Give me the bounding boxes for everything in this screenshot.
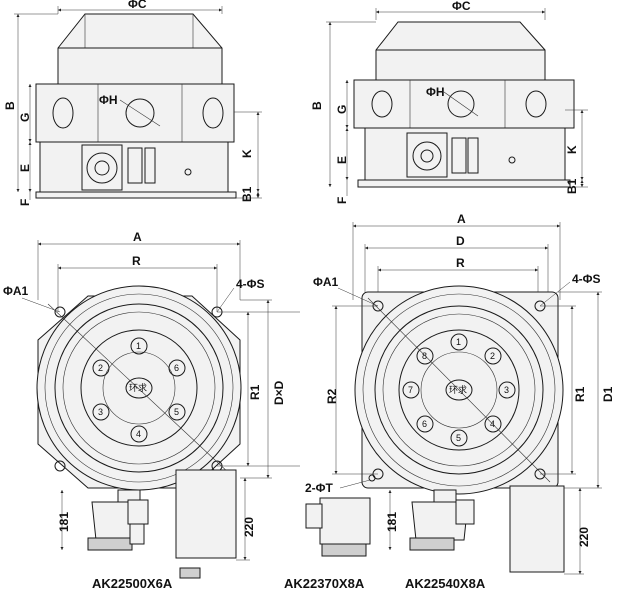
bl-181-label: 181 [57, 512, 71, 532]
bl-num-6: 6 [174, 363, 179, 373]
bottom-right-plan-view: A D R 1 2 3 4 5 6 7 8 环求 ΦA1 [284, 212, 615, 591]
tl-b-label: B [3, 101, 17, 110]
tl-g-label: G [18, 113, 32, 122]
bl-hub-text: 环求 [129, 382, 147, 393]
bl-phi-a1-label: ΦA1 [3, 284, 29, 298]
br-r1-label: R1 [573, 386, 587, 402]
top-left-side-view: ΦC ΦH B G E F K B1 [3, 0, 262, 206]
tl-phi-c-label: ΦC [128, 0, 147, 11]
bl-num-1: 1 [136, 341, 141, 351]
br-num-5: 5 [456, 433, 461, 443]
tl-f-label: F [18, 199, 32, 206]
br-num-8: 8 [422, 351, 427, 361]
br-r2-label: R2 [325, 388, 339, 404]
br-num-3: 3 [504, 385, 509, 395]
br-r-label: R [456, 256, 465, 270]
bl-num-5: 5 [174, 407, 179, 417]
tl-k-label: K [240, 149, 254, 158]
br-num-7: 7 [408, 385, 413, 395]
bl-dxd-label: D×D [272, 380, 286, 405]
br-num-2: 2 [490, 351, 495, 361]
bottom-left-plan-view: A R 1 2 3 4 5 6 环求 ΦA1 4-ΦS [3, 230, 300, 591]
br-220-label: 220 [577, 527, 591, 547]
tr-b1-label: B1 [565, 178, 579, 194]
br-model-label-2: AK22540X8A [405, 576, 486, 591]
br-phi-a1-label: ΦA1 [313, 275, 339, 289]
bl-model-label: AK22500X6A [92, 576, 173, 591]
tr-phi-c-label: ΦC [452, 0, 471, 13]
br-num-6: 6 [422, 419, 427, 429]
tl-e-label: E [18, 164, 32, 172]
br-model-label-1: AK22370X8A [284, 576, 365, 591]
tr-g-label: G [335, 105, 349, 114]
br-holes-label: 4-ΦS [572, 272, 601, 286]
tr-e-label: E [335, 156, 349, 164]
bl-holes-label: 4-ΦS [236, 277, 265, 291]
tr-b-label: B [310, 101, 324, 110]
bl-220-label: 220 [242, 517, 256, 537]
br-pin-label: 2-ΦT [305, 481, 334, 495]
br-d1-label: D1 [601, 386, 615, 402]
tr-phi-h-label: ΦH [426, 85, 445, 99]
top-right-side-view: ΦC ΦH B G E F K B1 [310, 0, 588, 204]
tl-phi-h-label: ΦH [99, 93, 118, 107]
bl-num-2: 2 [98, 363, 103, 373]
br-181-label: 181 [385, 512, 399, 532]
br-a-label: A [457, 212, 466, 226]
bl-num-3: 3 [98, 407, 103, 417]
bl-r1-label: R1 [248, 384, 262, 400]
tl-b1-label: B1 [240, 186, 254, 202]
tr-f-label: F [335, 197, 349, 204]
bl-r-label: R [132, 254, 141, 268]
br-hub-text: 环求 [449, 384, 467, 395]
bl-num-4: 4 [136, 429, 141, 439]
br-d-label: D [456, 234, 465, 248]
bl-a-label: A [133, 230, 142, 244]
br-num-1: 1 [456, 337, 461, 347]
tr-k-label: K [565, 145, 579, 154]
